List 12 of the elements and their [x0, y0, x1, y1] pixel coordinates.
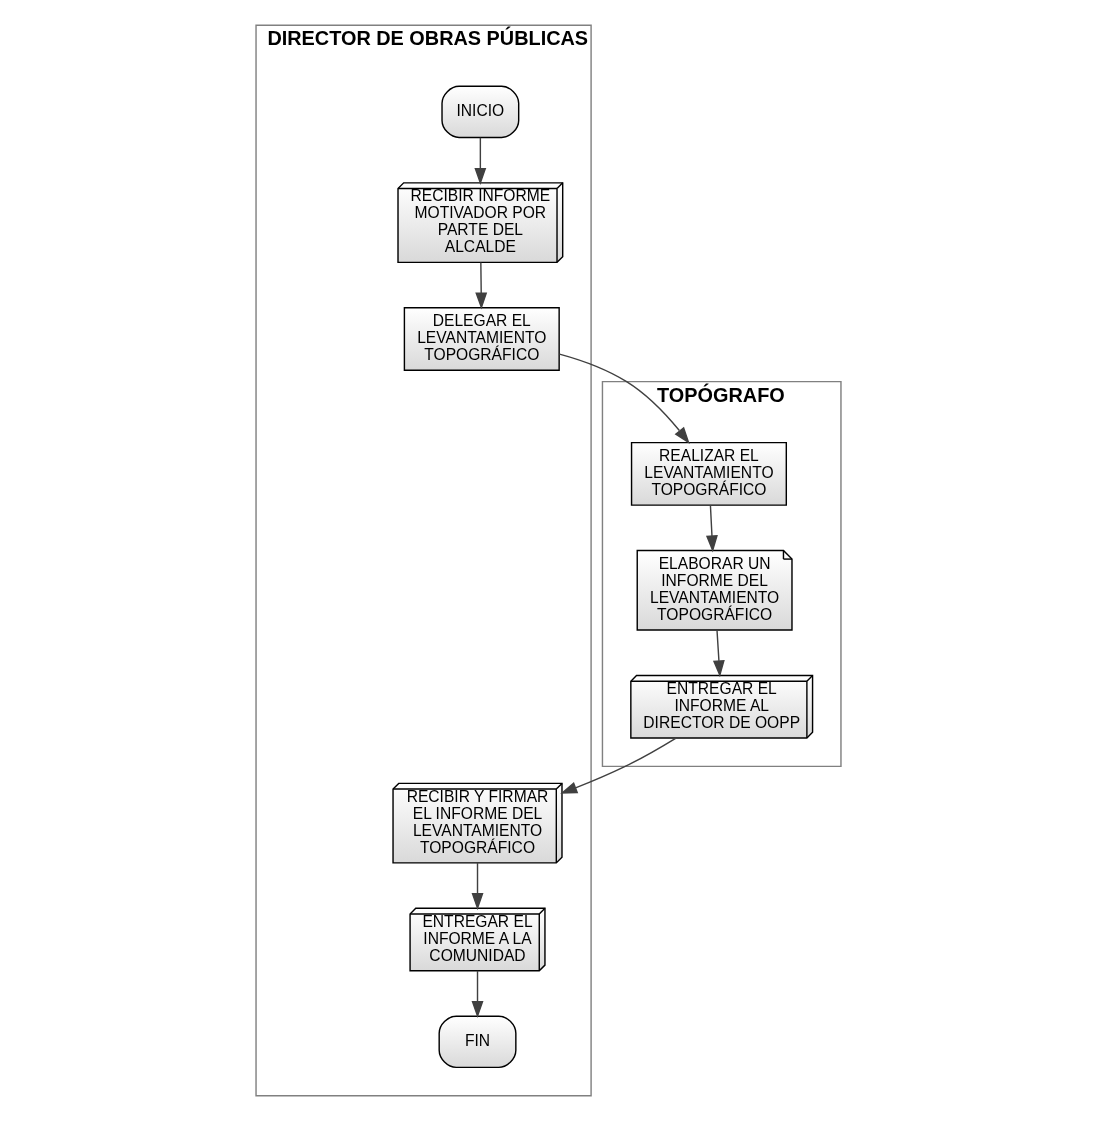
- arrow: [475, 261, 488, 310]
- arrow: [558, 353, 690, 444]
- arrow: [471, 862, 484, 911]
- node-box: INICIO: [441, 85, 520, 139]
- arrow: [712, 629, 725, 678]
- node-box: REALIZAR EL LEVANTAMIENTO TOPOGRÁFICO: [630, 441, 787, 506]
- arrow: [560, 737, 677, 794]
- arrow: [471, 970, 484, 1019]
- node-box: DELEGAR EL LEVANTAMIENTO TOPOGRÁFICO: [403, 307, 560, 371]
- arrow: [474, 137, 487, 185]
- node-box: FIN: [438, 1015, 517, 1069]
- arrow: [705, 504, 718, 553]
